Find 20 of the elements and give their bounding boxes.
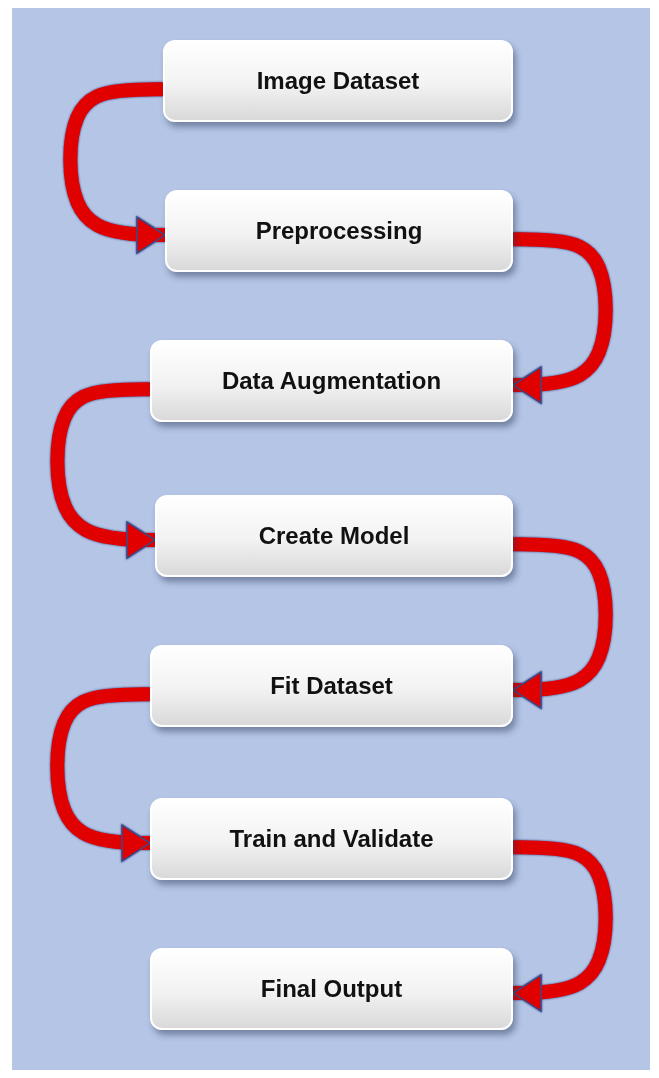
step-label: Preprocessing [255,217,423,245]
curved-arrow [50,687,151,862]
process-box [150,948,513,1030]
step-label: Data Augmentation [221,367,442,395]
process-box [155,495,513,577]
step-label: Create Model [258,522,410,550]
curved-arrow [50,382,156,559]
process-box [165,190,513,272]
curved-arrow [512,232,613,404]
step-label: Image Dataset [256,67,420,95]
step-label: Train and Validate [229,825,434,853]
process-box [163,40,513,122]
curved-arrow [512,537,613,709]
process-box [150,340,513,422]
curved-arrow [512,840,613,1012]
curved-arrow [63,82,166,254]
step-label: Final Output [260,975,403,1003]
process-box [150,798,513,880]
step-label: Fit Dataset [270,672,393,700]
process-box [150,645,513,727]
